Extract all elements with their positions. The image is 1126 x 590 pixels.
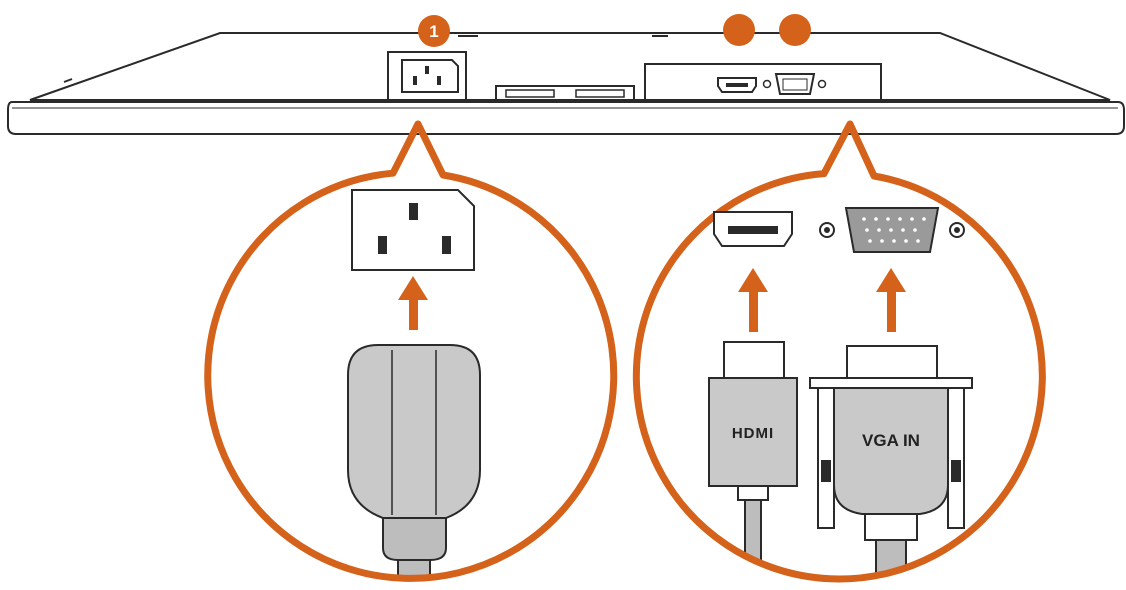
power-badge: 1 xyxy=(418,15,450,47)
hdmi-arrow-up-icon xyxy=(738,268,768,332)
video-callout-ring xyxy=(632,120,1046,583)
arrow-up-icon xyxy=(398,276,428,330)
power-callout xyxy=(204,120,618,582)
monitor-bottom-edge: 1 xyxy=(7,14,1125,135)
svg-text:1: 1 xyxy=(429,22,438,41)
hdmi-port-icon xyxy=(713,211,793,247)
vga-cable: VGA IN xyxy=(809,345,973,578)
video-callout: HDMI VGA IN xyxy=(632,120,1046,583)
ac-inlet-icon xyxy=(351,189,475,271)
vga-port-icon xyxy=(819,207,965,253)
power-callout-ring xyxy=(204,120,618,582)
hdmi-badge xyxy=(723,14,755,46)
ac-power-inlet xyxy=(387,51,467,101)
stand-slot xyxy=(495,85,635,101)
vga-in-label: VGA IN xyxy=(862,431,920,450)
vga-badge xyxy=(779,14,811,46)
hdmi-label: HDMI xyxy=(732,425,774,442)
vga-port-small xyxy=(774,73,816,95)
power-plug-icon xyxy=(347,344,481,519)
hdmi-cable: HDMI xyxy=(708,341,798,578)
io-panel xyxy=(644,63,882,101)
monitor-bezel xyxy=(7,101,1125,135)
vga-arrow-up-icon xyxy=(876,268,906,332)
